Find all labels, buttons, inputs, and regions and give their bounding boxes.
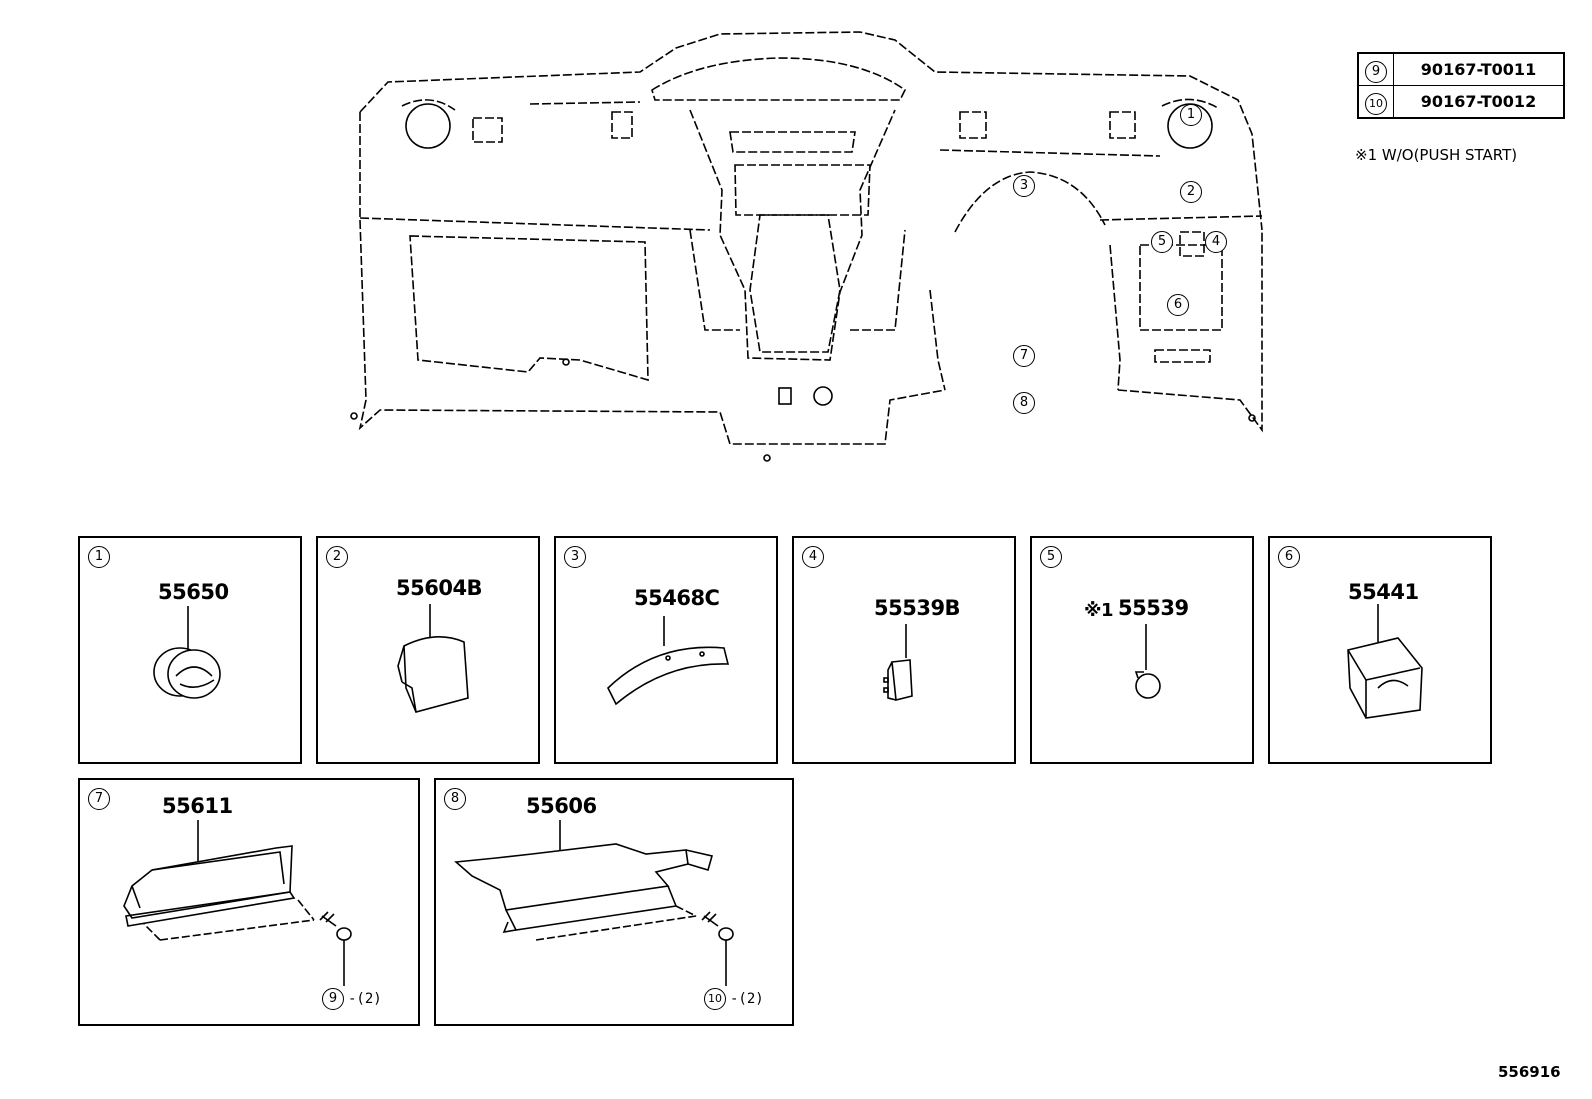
callout-7: 7: [1013, 345, 1035, 367]
callout-6: 6: [1167, 294, 1189, 316]
table-row: 9 90167-T0011: [1357, 52, 1565, 86]
callout-2: 2: [1180, 181, 1202, 203]
side-vent-cover-icon: [397, 604, 469, 713]
part-number: 55539: [1118, 596, 1189, 620]
illustration-code: 556916: [1498, 1063, 1561, 1081]
fastener-quantity: -(2): [348, 991, 382, 1007]
panel-ref: 5: [1040, 546, 1062, 568]
part-number: 55650: [158, 580, 229, 604]
part-number-cell: 90167-T0011: [1393, 52, 1565, 86]
table-row: 10 90167-T0012: [1357, 85, 1565, 119]
part-panel-3[interactable]: 3 55468C: [554, 536, 778, 764]
ref-circle-10: 10: [1365, 93, 1387, 115]
panel-ref: 2: [326, 546, 348, 568]
box-compartment-icon: [1347, 604, 1423, 719]
panel-ref: 3: [564, 546, 586, 568]
callout-4: 4: [1205, 231, 1227, 253]
small-switch-cover-icon: [883, 624, 913, 701]
part-panel-8[interactable]: 8 55606 10 -(2): [434, 778, 794, 1026]
callout-5: 5: [1151, 231, 1173, 253]
part-number-cell: 90167-T0012: [1393, 85, 1565, 119]
panel-ref: 4: [802, 546, 824, 568]
part-number: 55468C: [634, 586, 720, 610]
fastener-quantity: -(2): [730, 991, 764, 1007]
part-panel-2[interactable]: 2 55604B: [316, 536, 540, 764]
part-number: 55441: [1348, 580, 1419, 604]
callout-8: 8: [1013, 392, 1035, 414]
panel-ref: 6: [1278, 546, 1300, 568]
part-number: 55539B: [874, 596, 961, 620]
footnote: ※1 W/O(PUSH START): [1355, 146, 1518, 164]
panel-ref: 7: [88, 788, 110, 810]
ref-circle-9: 9: [1365, 61, 1387, 83]
fastener-ref-circle: 9: [322, 988, 344, 1010]
part-number: 55611: [162, 794, 233, 818]
callout-1: 1: [1180, 104, 1202, 126]
panel-ref: 8: [444, 788, 466, 810]
part-panel-5[interactable]: 5 ※1 55539: [1030, 536, 1254, 764]
panel-ref: 1: [88, 546, 110, 568]
curved-trim-strip-icon: [607, 616, 730, 706]
part-number-prefix: ※1: [1084, 600, 1114, 621]
part-number: 55604B: [396, 576, 483, 600]
part-number: 55606: [526, 794, 597, 818]
part-panel-7[interactable]: 7 55611 9 -(2): [78, 778, 420, 1026]
part-panel-4[interactable]: 4 55539B: [792, 536, 1016, 764]
under-cover-icon: [454, 820, 734, 986]
lower-panel-icon: [123, 820, 352, 986]
callout-3: 3: [1013, 175, 1035, 197]
round-plug-cap-icon: [1134, 624, 1161, 699]
part-panel-1[interactable]: 1 55650: [78, 536, 302, 764]
round-air-vent-icon: [153, 606, 221, 699]
fastener-reference-table: 9 90167-T0011 10 90167-T0012: [1357, 52, 1565, 119]
fastener-ref-circle: 10: [704, 988, 726, 1010]
part-panel-6[interactable]: 6 55441: [1268, 536, 1492, 764]
